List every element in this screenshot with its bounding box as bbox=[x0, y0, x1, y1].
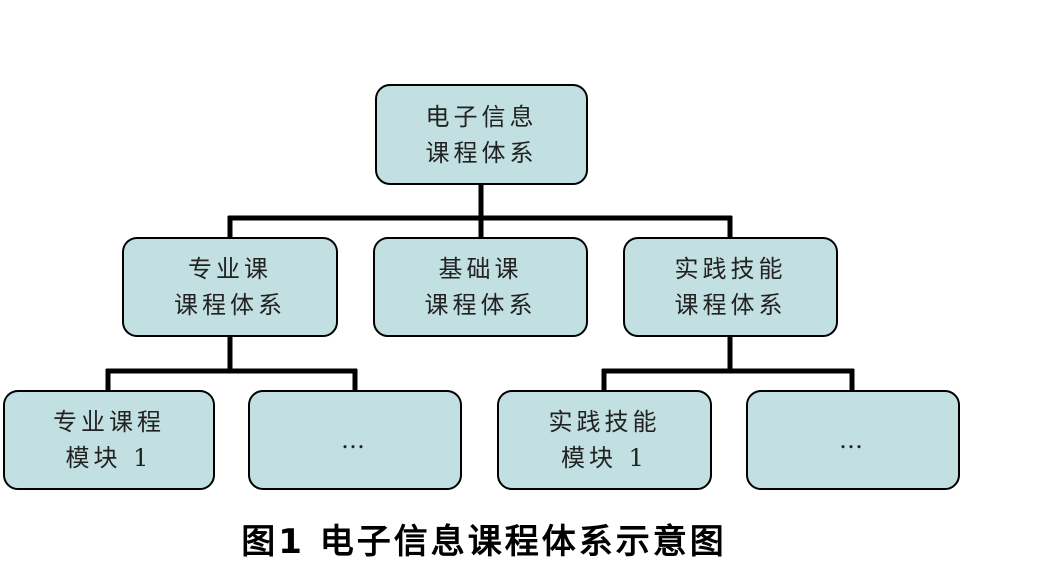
node-practical-skills-module-1: 实践技能 模块 1 bbox=[497, 390, 712, 490]
node-root-course-system: 电子信息 课程体系 bbox=[375, 84, 588, 185]
node-text: 课程体系 bbox=[424, 291, 537, 319]
node-ellipsis-right: … bbox=[746, 390, 960, 490]
ellipsis-text: … bbox=[839, 426, 867, 454]
node-text: 课程体系 bbox=[425, 138, 538, 167]
node-text: 模块 1 bbox=[561, 444, 648, 472]
node-ellipsis-left: … bbox=[248, 390, 462, 490]
node-text: 专业课程 bbox=[53, 408, 165, 436]
ellipsis-text: … bbox=[341, 426, 369, 454]
node-basic-courses: 基础课 课程体系 bbox=[373, 237, 588, 337]
node-text: 课程体系 bbox=[174, 291, 286, 319]
node-practical-skills-courses: 实践技能 课程体系 bbox=[623, 237, 838, 337]
node-text: 实践技能 bbox=[674, 255, 787, 283]
node-text: 实践技能 bbox=[548, 408, 661, 436]
node-text: 课程体系 bbox=[674, 291, 787, 319]
node-text: 专业课 bbox=[188, 255, 272, 283]
node-professional-courses: 专业课 课程体系 bbox=[122, 237, 338, 337]
node-text: 电子信息 bbox=[425, 102, 538, 131]
node-professional-module-1: 专业课程 模块 1 bbox=[3, 390, 215, 490]
node-text: 模块 1 bbox=[65, 444, 153, 472]
node-text: 基础课 bbox=[438, 255, 523, 283]
figure-caption: 图1 电子信息课程体系示意图 bbox=[241, 522, 727, 562]
